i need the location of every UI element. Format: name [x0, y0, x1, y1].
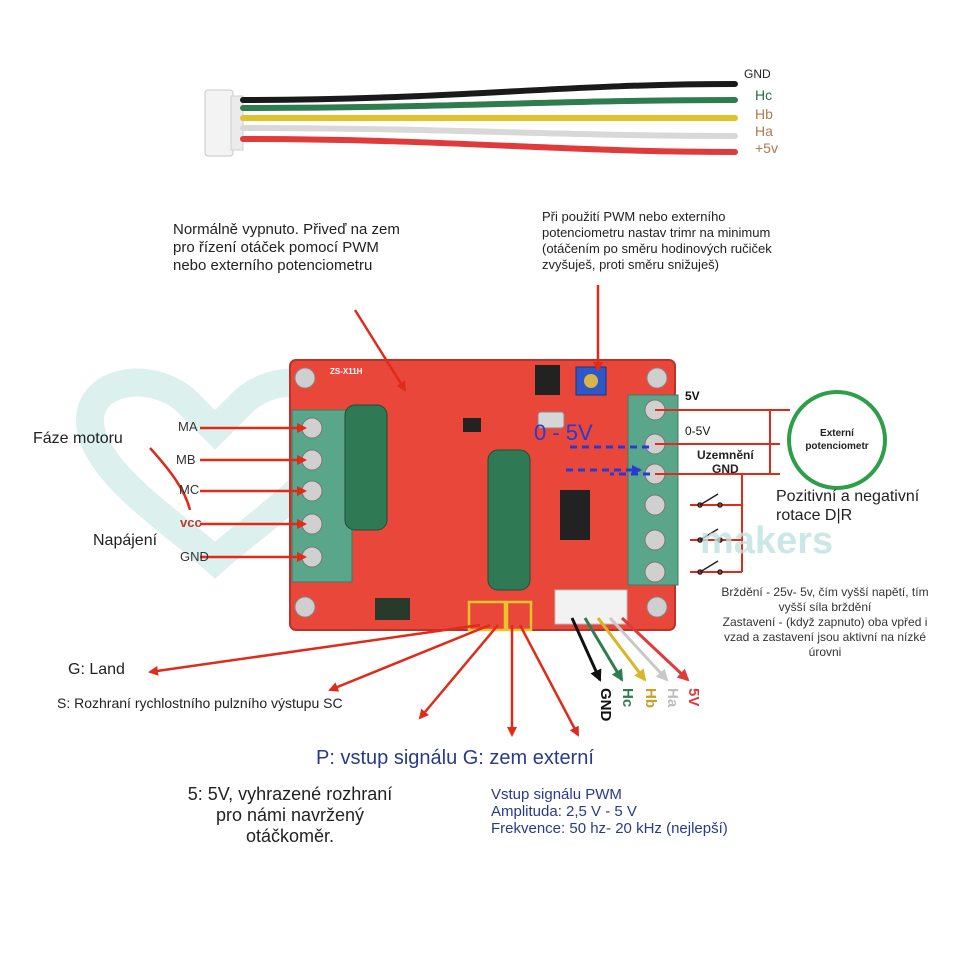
bottom-wire-label: 5V [685, 688, 702, 707]
terminal-screw [644, 561, 666, 583]
wire-label: GND [744, 67, 771, 81]
wire-label: Ha [755, 123, 773, 139]
pin-ma-label: MA [178, 419, 198, 434]
bottom-wire-label: GND [597, 688, 614, 722]
note-line: nebo externího potenciometru [173, 257, 373, 274]
note-line: (otáčením po směru hodinových ručiček [542, 241, 772, 256]
red-arrows [148, 285, 603, 737]
watermark-text: makers [700, 520, 834, 562]
top-connector [204, 89, 244, 157]
five-v-note: 5: 5V, vyhrazené rozhraní pro námi navrž… [170, 784, 410, 847]
pin-mb-label: MB [176, 452, 196, 467]
note-line: pro námi navržený [215, 805, 365, 825]
wire-label: +5v [755, 140, 778, 156]
terminal-screw [644, 494, 666, 516]
g-land-label: G: Land [68, 661, 125, 678]
wire-label: Hc [755, 87, 773, 103]
wiring [655, 409, 790, 573]
potentiometer-label-line: potenciometr [805, 441, 869, 452]
brake-note: Brždění - 25v- 5v, čím vyšší napětí, tím… [692, 585, 958, 660]
ground-label-line: Uzemnění [697, 448, 754, 462]
wire-label: Hb [755, 106, 773, 122]
header-wire-arrows [570, 616, 690, 682]
note-line: zvyšuješ, proti směru snižuješ) [542, 257, 719, 272]
ground-label: Uzemnění GND [697, 448, 754, 476]
ground-label-line: GND [712, 462, 739, 476]
pin-gnd-label: GND [180, 549, 209, 564]
switch-symbols [697, 493, 723, 575]
note-line: 5: 5V, vyhrazené rozhraní [187, 784, 393, 804]
note-line: potenciometru nastav trimr na minimum [542, 225, 771, 240]
bottom-wire-label: Ha [664, 688, 681, 708]
overlay-voltage-label: 0 - 5V [534, 420, 593, 445]
pin-5v-label: 5V [685, 389, 700, 403]
wire-ha [240, 125, 738, 139]
note-line: Normálně vypnuto. Přiveď na zem [173, 221, 400, 238]
note-line: Vstup signálu PWM [491, 786, 622, 803]
direction-label-line: rotace D|R [776, 507, 853, 524]
note-line: úrovni [808, 645, 842, 659]
p-signal-label: P: vstup signálu G: zem externí [316, 747, 594, 769]
potentiometer-label-line: Externí [820, 428, 854, 439]
note-line: otáčkoměr. [245, 826, 335, 846]
note-line: Brždění - 25v- 5v, čím vyšší napětí, tím [721, 585, 929, 599]
pwm-note: Vstup signálu PWM Amplituda: 2,5 V - 5 V… [491, 786, 728, 837]
pin-0-5v-label: 0-5V [685, 424, 711, 438]
direction-label: Pozitivní a negativní rotace D|R [776, 487, 919, 525]
note-line: vzad a zastavení jsou aktivní na nízké [723, 630, 927, 644]
top-right-note: Při použití PWM nebo externího potenciom… [542, 209, 772, 273]
note-line: Při použití PWM nebo externího [542, 209, 726, 224]
driver-board [289, 359, 679, 632]
note-line: Amplituda: 2,5 V - 5 V [491, 803, 637, 820]
bottom-wire-label: Hc [619, 688, 636, 708]
top-left-note: Normálně vypnuto. Přiveď na zem pro říze… [173, 221, 400, 275]
direction-label-line: Pozitivní a negativní [776, 488, 920, 505]
potentiometer-label: Externí potenciometr [796, 427, 878, 453]
motor-phase-label: Fáze motoru [33, 430, 123, 447]
pin-vcc-label: vcc [180, 515, 202, 530]
power-label: Napájení [93, 532, 158, 549]
external-potentiometer [787, 390, 887, 490]
s-interface-label: S: Rozhraní rychlostního pulzního výstup… [57, 695, 343, 711]
note-line: Frekvence: 50 hz- 20 kHz (nejlepší) [491, 820, 728, 837]
terminal-screw [644, 529, 666, 551]
board-model: ZS-X11H [330, 367, 363, 376]
note-line: vyšší síla brždění [778, 600, 872, 614]
pin-mc-label: MC [179, 482, 200, 497]
terminal-screws [301, 399, 666, 583]
note-line: pro řízení otáček pomocí PWM [173, 239, 379, 256]
note-line: Zastavení - (když zapnuto) oba vpřed i [722, 615, 928, 629]
blue-dashed-lines [566, 445, 650, 476]
wire-5v [240, 136, 738, 155]
wire-hc [240, 97, 738, 111]
wire-gnd [240, 81, 738, 103]
connector-wires [240, 81, 738, 155]
bottom-wire-label: Hb [642, 688, 659, 708]
